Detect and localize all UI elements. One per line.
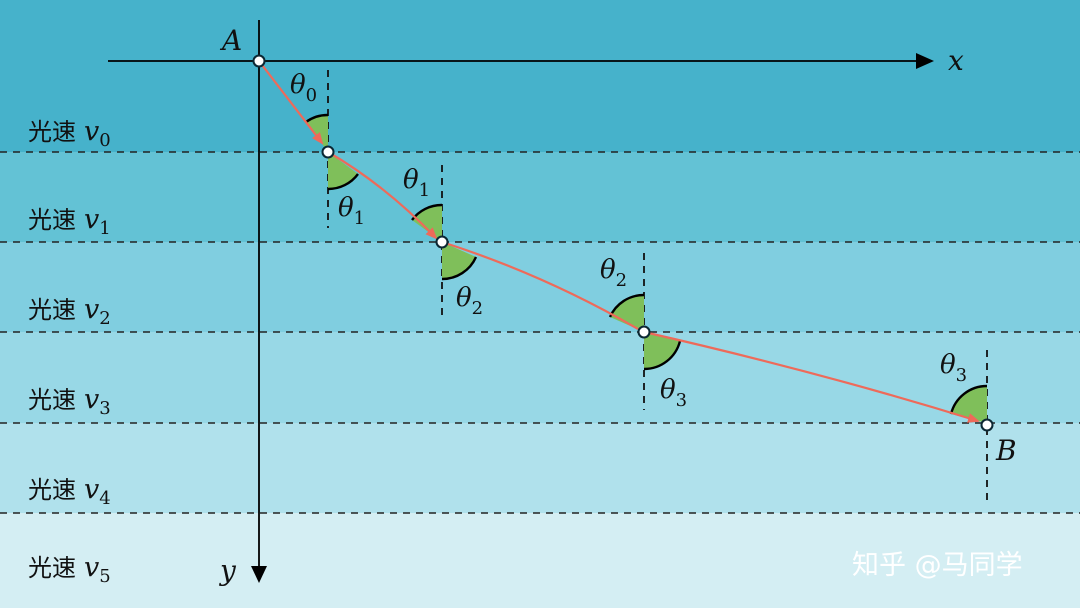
interface-point-1 bbox=[321, 145, 335, 159]
refracted-angle-label-2: θ2 bbox=[456, 283, 483, 319]
refracted-angle-label-3: θ3 bbox=[660, 375, 687, 411]
point-a-label: A bbox=[219, 24, 242, 57]
light-ray-segment-1 bbox=[327, 151, 438, 240]
incident-angle-label-2: θ2 bbox=[600, 255, 627, 291]
layer-band-4 bbox=[0, 423, 1080, 513]
layer-band-3 bbox=[0, 332, 1080, 423]
layer-band-0 bbox=[0, 0, 1080, 152]
x-axis-arrow bbox=[916, 53, 934, 69]
point-a-marker bbox=[252, 54, 266, 68]
incident-angle-label-3: θ3 bbox=[940, 350, 967, 386]
interface-point-2 bbox=[435, 235, 449, 249]
watermark: 知乎 @马同学 bbox=[852, 550, 1023, 581]
x-axis-label: x bbox=[948, 44, 964, 77]
incident-angle-label-0: θ0 bbox=[290, 70, 317, 106]
layer-band-5 bbox=[0, 513, 1080, 608]
incident-angle-label-1: θ1 bbox=[403, 165, 430, 201]
layer-band-2 bbox=[0, 242, 1080, 332]
layer-band-1 bbox=[0, 152, 1080, 242]
refracted-angle-label-1: θ1 bbox=[338, 193, 365, 229]
point-b-label: B bbox=[995, 434, 1017, 467]
y-axis-arrow bbox=[251, 566, 267, 583]
y-axis-label: y bbox=[218, 554, 237, 587]
interface-point-3 bbox=[637, 325, 651, 339]
point-b-marker bbox=[980, 418, 994, 432]
light-ray-segment-2 bbox=[441, 240, 639, 330]
light-ray-segment-3 bbox=[643, 330, 980, 423]
light-ray-segment-0 bbox=[258, 60, 324, 145]
